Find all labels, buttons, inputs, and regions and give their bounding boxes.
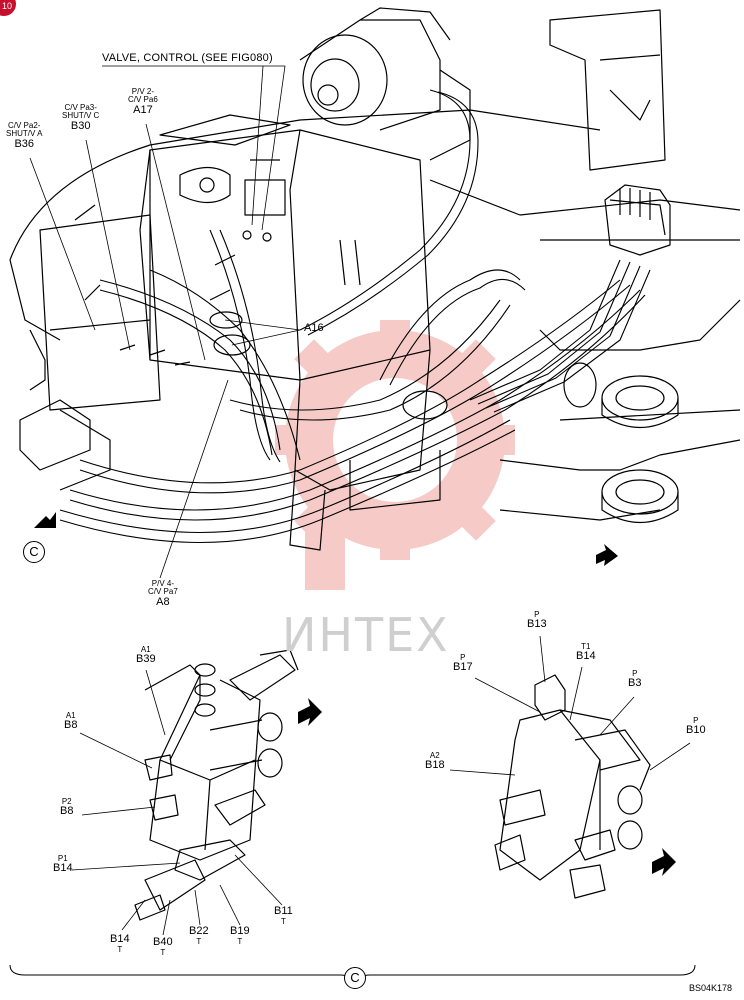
callout-b36: C/V Pa2- SHUT/V A B36 — [6, 121, 43, 150]
callout-b3: P B3 — [628, 669, 642, 690]
callout-b18: A2 B18 — [425, 751, 445, 772]
callout-b8-a1: A1 B8 — [64, 711, 78, 732]
callout-b39: A1 B39 — [136, 645, 156, 666]
machine-frame — [9, 9, 741, 521]
callout-b19: B19 T — [230, 925, 250, 946]
figure-reference-code: BS04K178 — [688, 983, 732, 993]
arrow-c-pointer — [34, 512, 56, 528]
callout-b14-t: B14 T — [110, 933, 130, 954]
callout-b11: B11 T — [274, 905, 293, 926]
lower-right-valve-detail — [494, 674, 651, 899]
detail-c-marker-lower: C — [344, 967, 366, 989]
arrow-right-lower-right — [652, 848, 676, 876]
swing-bearing-upper — [601, 375, 679, 429]
watermark-text: ИНТЕХ — [282, 608, 450, 662]
main-control-valve-block — [139, 114, 441, 551]
upper-fittings — [74, 204, 361, 366]
hose-clamps — [209, 311, 597, 420]
arrow-right-lower-left — [298, 698, 322, 726]
lower-left-valve-detail — [134, 649, 299, 921]
page-number-badge: 10 — [0, 0, 16, 16]
callout-b8-p2: P2 B8 — [60, 797, 74, 818]
callout-b30: C/V Pa3- SHUT/V C B30 — [62, 103, 100, 132]
hose-bundle — [59, 89, 651, 543]
callout-b40: B40 T — [153, 936, 173, 957]
callout-b13: P B13 — [527, 610, 547, 631]
leader-lines — [29, 65, 691, 936]
callout-a17: P/V 2- C/V Pa6 A17 — [128, 87, 158, 116]
callout-b14-t1: T1 B14 — [576, 642, 596, 663]
left-valve-cluster — [19, 214, 161, 491]
electrical-connector — [604, 184, 671, 256]
hydraulic-pump — [299, 7, 471, 161]
swing-bearing-lower — [601, 469, 679, 524]
watermark-gear-logo — [275, 320, 515, 590]
callout-b17: P B17 — [453, 653, 473, 674]
callout-b22: B22 T — [189, 925, 209, 946]
arrow-right-upper — [596, 544, 618, 566]
callout-a8: P/V 4- C/V Pa7 A8 — [148, 579, 178, 608]
callout-b14-p1: P1 B14 — [53, 854, 73, 875]
valve-control-callout: VALVE, CONTROL (SEE FIG080) — [102, 52, 273, 64]
callout-b10: P B10 — [686, 716, 706, 737]
detail-c-marker-upper: C — [23, 541, 45, 563]
callout-a16: A16 — [304, 322, 324, 334]
